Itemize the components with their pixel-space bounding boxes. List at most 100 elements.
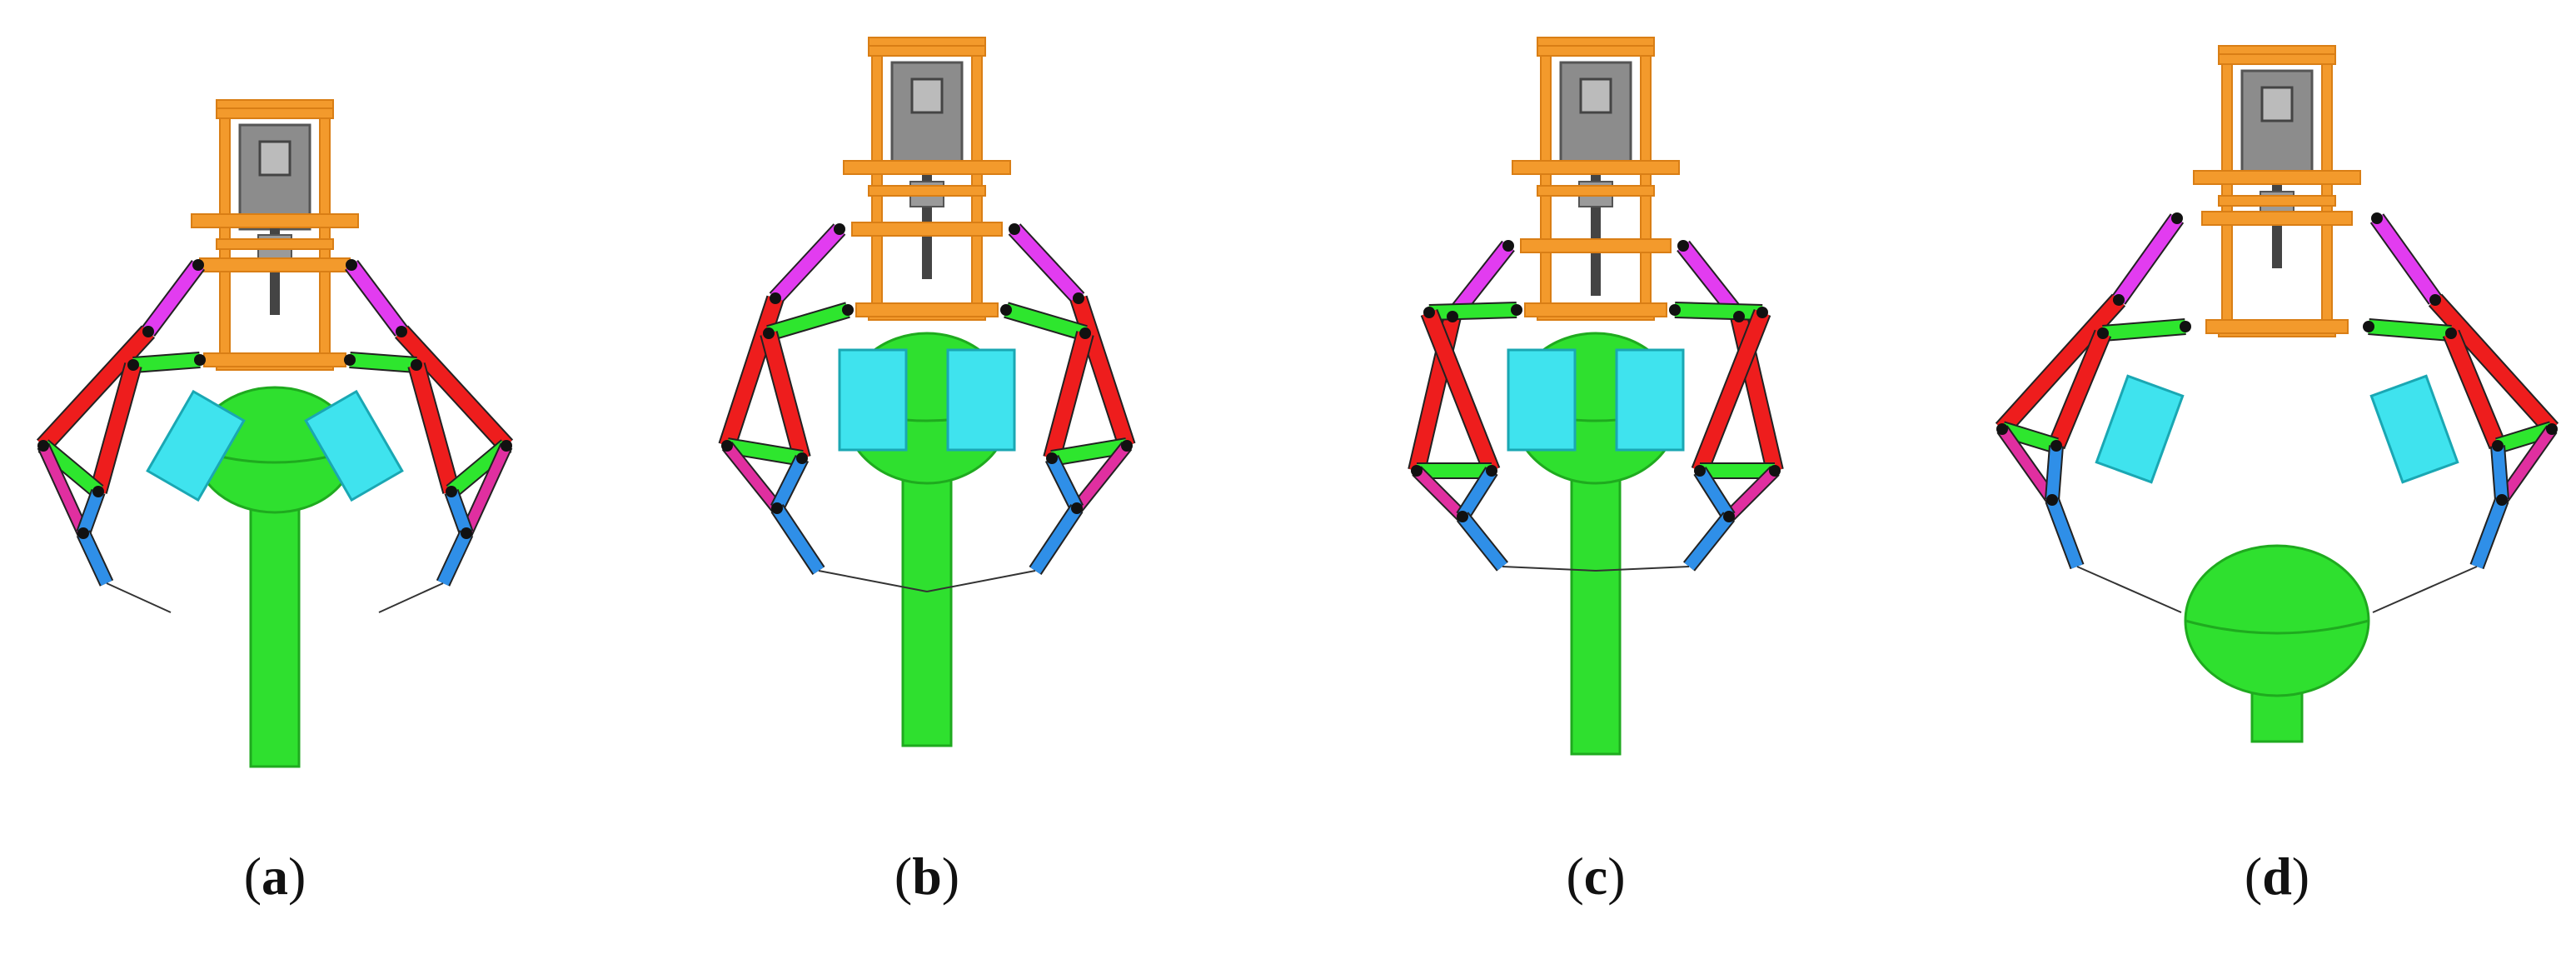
- inner-cross-link: [766, 303, 850, 340]
- pivot-joint: [77, 527, 89, 539]
- frame-plate: [216, 107, 334, 119]
- upper-link: [142, 261, 204, 336]
- pivot-joint: [1000, 304, 1012, 316]
- caption-a: (a): [243, 847, 306, 906]
- frame-base-plate: [191, 213, 359, 228]
- inner-cross-link: [1674, 303, 1763, 319]
- pivot-joint: [834, 223, 845, 235]
- gripper-drawing-c: [1408, 37, 1784, 756]
- pivot-joint: [2363, 321, 2374, 332]
- pivot-joint: [1046, 452, 1058, 464]
- inner-cross-link: [1428, 303, 1517, 319]
- tendon-wire: [818, 570, 928, 592]
- pivot-joint: [1769, 465, 1781, 477]
- inner-cross-link: [2368, 320, 2452, 340]
- fingertip-link: [446, 489, 472, 536]
- frame-slider-plate: [2201, 211, 2353, 226]
- frame-base-plate: [1512, 160, 1680, 175]
- inner-main-link: [1422, 309, 1499, 474]
- tip-link: [1998, 426, 2056, 503]
- pivot-joint: [92, 486, 104, 497]
- inner-main-link: [91, 362, 141, 494]
- object-ball: [2184, 544, 2370, 697]
- pivot-joint: [842, 304, 854, 316]
- pivot-joint: [1511, 304, 1522, 316]
- pivot-joint: [2050, 440, 2062, 452]
- pivot-joint: [194, 354, 206, 366]
- finger-pad: [838, 348, 908, 452]
- fingertip-link: [1046, 455, 1083, 512]
- pivot-joint: [1694, 465, 1706, 477]
- frame-plate: [216, 238, 334, 250]
- fingertip-link: [1695, 467, 1734, 520]
- frame-base-plate: [2193, 170, 2361, 185]
- pivot-joint: [411, 359, 422, 371]
- pivot-joint: [1071, 502, 1083, 514]
- object-stem: [1570, 465, 1622, 756]
- lower-cross-link: [725, 439, 804, 465]
- finger-pad: [146, 389, 246, 502]
- tendon-wire: [2076, 566, 2182, 613]
- pivot-joint: [1079, 327, 1091, 339]
- pivot-joint: [1009, 223, 1020, 235]
- panel-c: (c): [1288, 0, 1931, 959]
- outer-main-link: [396, 326, 512, 452]
- gripper-drawing-a: [36, 99, 514, 768]
- pivot-joint: [127, 359, 139, 371]
- pivot-joint: [2046, 494, 2058, 506]
- pivot-joint: [796, 452, 808, 464]
- fingertip: [1030, 505, 1082, 574]
- pivot-joint: [770, 292, 781, 304]
- frame-post: [219, 99, 231, 361]
- tendon-wire: [1595, 566, 1690, 572]
- pivot-joint: [37, 440, 49, 452]
- fingertip: [77, 531, 112, 586]
- frame-plate: [1537, 45, 1655, 57]
- gripper-drawing-b: [718, 37, 1136, 747]
- pivot-joint: [1121, 440, 1133, 452]
- tip-link: [1413, 467, 1467, 521]
- pivot-joint: [1677, 240, 1689, 252]
- upper-link: [770, 224, 845, 303]
- fingertip: [1457, 512, 1507, 571]
- pivot-joint: [2113, 294, 2125, 306]
- tip-link: [38, 443, 88, 536]
- fingertip: [2046, 497, 2083, 569]
- pivot-joint: [1502, 240, 1514, 252]
- tendon-wire: [106, 582, 172, 613]
- fingertip-link: [1457, 467, 1497, 520]
- frame-lower-plate: [203, 352, 346, 367]
- outer-main-link: [720, 296, 783, 448]
- frame-base-plate: [843, 160, 1011, 175]
- pivot-joint: [1447, 311, 1458, 322]
- pivot-joint: [763, 327, 775, 339]
- inner-main-link: [2444, 330, 2505, 449]
- pivot-joint: [1423, 307, 1435, 318]
- fingertip: [437, 531, 472, 586]
- tip-link: [2498, 426, 2556, 503]
- fingertip-link: [77, 489, 104, 536]
- motor-window: [1579, 77, 1612, 114]
- tip-link: [461, 443, 511, 536]
- outer-main-link: [1071, 296, 1134, 448]
- frame-lower-plate: [1524, 302, 1667, 317]
- fingertip: [772, 505, 824, 574]
- inner-main-link: [2049, 330, 2110, 449]
- frame-plate: [1537, 185, 1655, 197]
- tip-link: [1073, 442, 1131, 512]
- inner-cross-link: [1004, 303, 1088, 340]
- pivot-joint: [1996, 423, 2008, 435]
- tendon-wire: [1502, 566, 1597, 572]
- pivot-joint: [446, 486, 457, 497]
- outer-main-link: [1996, 294, 2125, 435]
- fingertip: [1684, 512, 1734, 571]
- inner-main-link: [1044, 331, 1093, 461]
- motor-window: [910, 77, 944, 114]
- upper-link: [2371, 214, 2441, 304]
- inner-main-link: [761, 331, 810, 461]
- object-stem: [249, 498, 301, 768]
- motor-window: [2260, 86, 2294, 122]
- frame-lower-plate: [855, 302, 999, 317]
- pivot-joint: [501, 440, 512, 452]
